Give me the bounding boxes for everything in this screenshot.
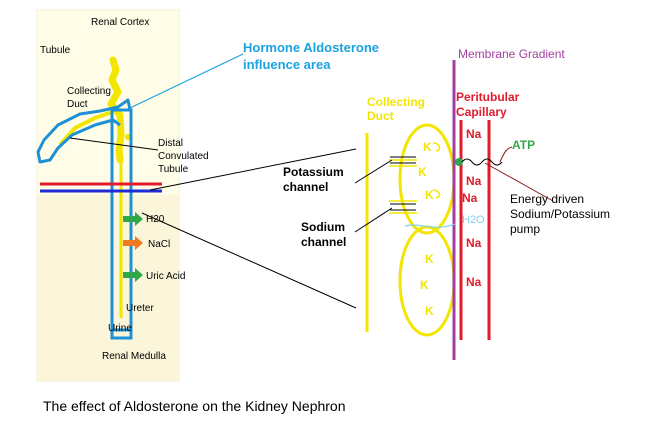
potassium-channel-yellow — [389, 159, 417, 167]
k-ion: K — [425, 188, 434, 202]
ureter-label: Ureter — [126, 303, 154, 314]
k-curve-upper — [432, 142, 441, 152]
nephron-duct-branch — [58, 110, 113, 147]
potassium-pointer — [354, 159, 393, 184]
nacl-label: NaCl — [148, 239, 171, 250]
potassium-label-2: channel — [283, 180, 329, 194]
nephron-loop-bend — [110, 330, 133, 340]
potassium-label-1: Potassium — [283, 165, 344, 179]
urine-label: Urine — [108, 323, 132, 334]
hormone-label-2: influence area — [243, 57, 331, 72]
na-ion: Na — [466, 174, 482, 188]
atp-label: ATP — [512, 138, 536, 152]
na-ion: Na — [466, 236, 482, 250]
distal-label-1: Distal — [158, 138, 184, 149]
distal-tubule-outline — [36, 98, 132, 164]
k-ion: K — [425, 252, 434, 266]
medulla-shading — [37, 195, 179, 381]
k-ion: K — [420, 278, 429, 292]
pump-label-2: Sodium/Potassium — [510, 207, 611, 221]
renal-medulla-label: Renal Medulla — [102, 351, 166, 362]
membrane-gradient-label: Membrane Gradient — [458, 47, 565, 61]
figure-caption: The effect of Aldosterone on the Kidney … — [43, 398, 346, 414]
distal-pointer-line — [69, 137, 159, 151]
pump-label-1: Energy driven — [510, 192, 585, 206]
zoom-line-top — [149, 148, 357, 191]
capillary-label-1: Peritubular — [456, 90, 520, 104]
k-curve-lower — [432, 189, 441, 199]
pump-label-3: pump — [510, 222, 541, 236]
k-ion: K — [423, 140, 432, 154]
na-ion: Na — [462, 191, 478, 205]
na-ion: Na — [466, 275, 482, 289]
sodium-channel-lines — [390, 203, 416, 211]
atp-link — [499, 146, 513, 163]
potassium-channel-lines — [390, 156, 416, 164]
pump-pointer — [484, 162, 554, 202]
sodium-label-2: channel — [301, 235, 347, 249]
na-ion: Na — [466, 127, 482, 141]
pump-dot — [455, 158, 463, 166]
uric-acid-label: Uric Acid — [146, 271, 186, 282]
sodium-pointer — [354, 207, 393, 233]
nacl-arrow — [123, 236, 143, 250]
atp-squiggle — [461, 158, 503, 166]
sodium-channel-yellow — [389, 200, 417, 214]
uric-acid-arrow — [123, 268, 143, 282]
collecting-duct-label-2: Duct — [67, 99, 88, 110]
distal-label-3: Tubule — [158, 164, 189, 175]
hormone-pointer-line — [129, 53, 244, 109]
collecting-duct-label-1: Collecting — [67, 86, 111, 97]
k-ion: K — [418, 165, 427, 179]
capillary-label-2: Capillary — [456, 105, 507, 119]
h2o-arrow — [123, 212, 143, 226]
h2o-label: H20 — [146, 214, 165, 225]
zoom-line-bottom — [141, 212, 357, 309]
detail-duct-label-2: Duct — [367, 109, 394, 123]
renal-cortex-label: Renal Cortex — [91, 17, 150, 28]
water-squiggle — [404, 223, 456, 228]
k-ion: K — [425, 304, 434, 318]
detail-duct-label-1: Collecting — [367, 95, 426, 109]
distal-label-2: Convulated — [158, 151, 209, 162]
tubule-label: Tubule — [40, 45, 71, 56]
hormone-label-1: Hormone Aldosterone — [243, 40, 380, 55]
sodium-label-1: Sodium — [301, 220, 345, 234]
detail-h2o-label: H2O — [462, 214, 485, 226]
